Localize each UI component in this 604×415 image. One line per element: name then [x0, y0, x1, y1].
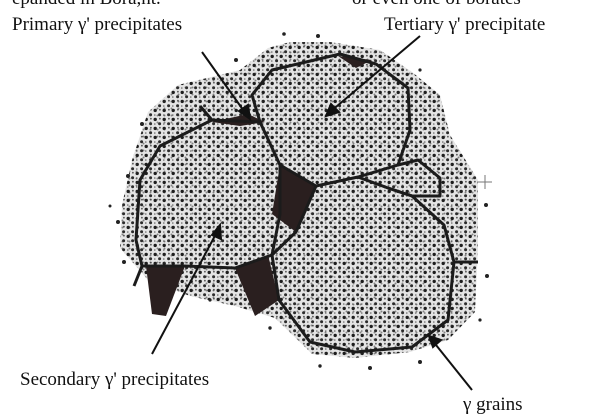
cross-mark: [478, 175, 492, 189]
